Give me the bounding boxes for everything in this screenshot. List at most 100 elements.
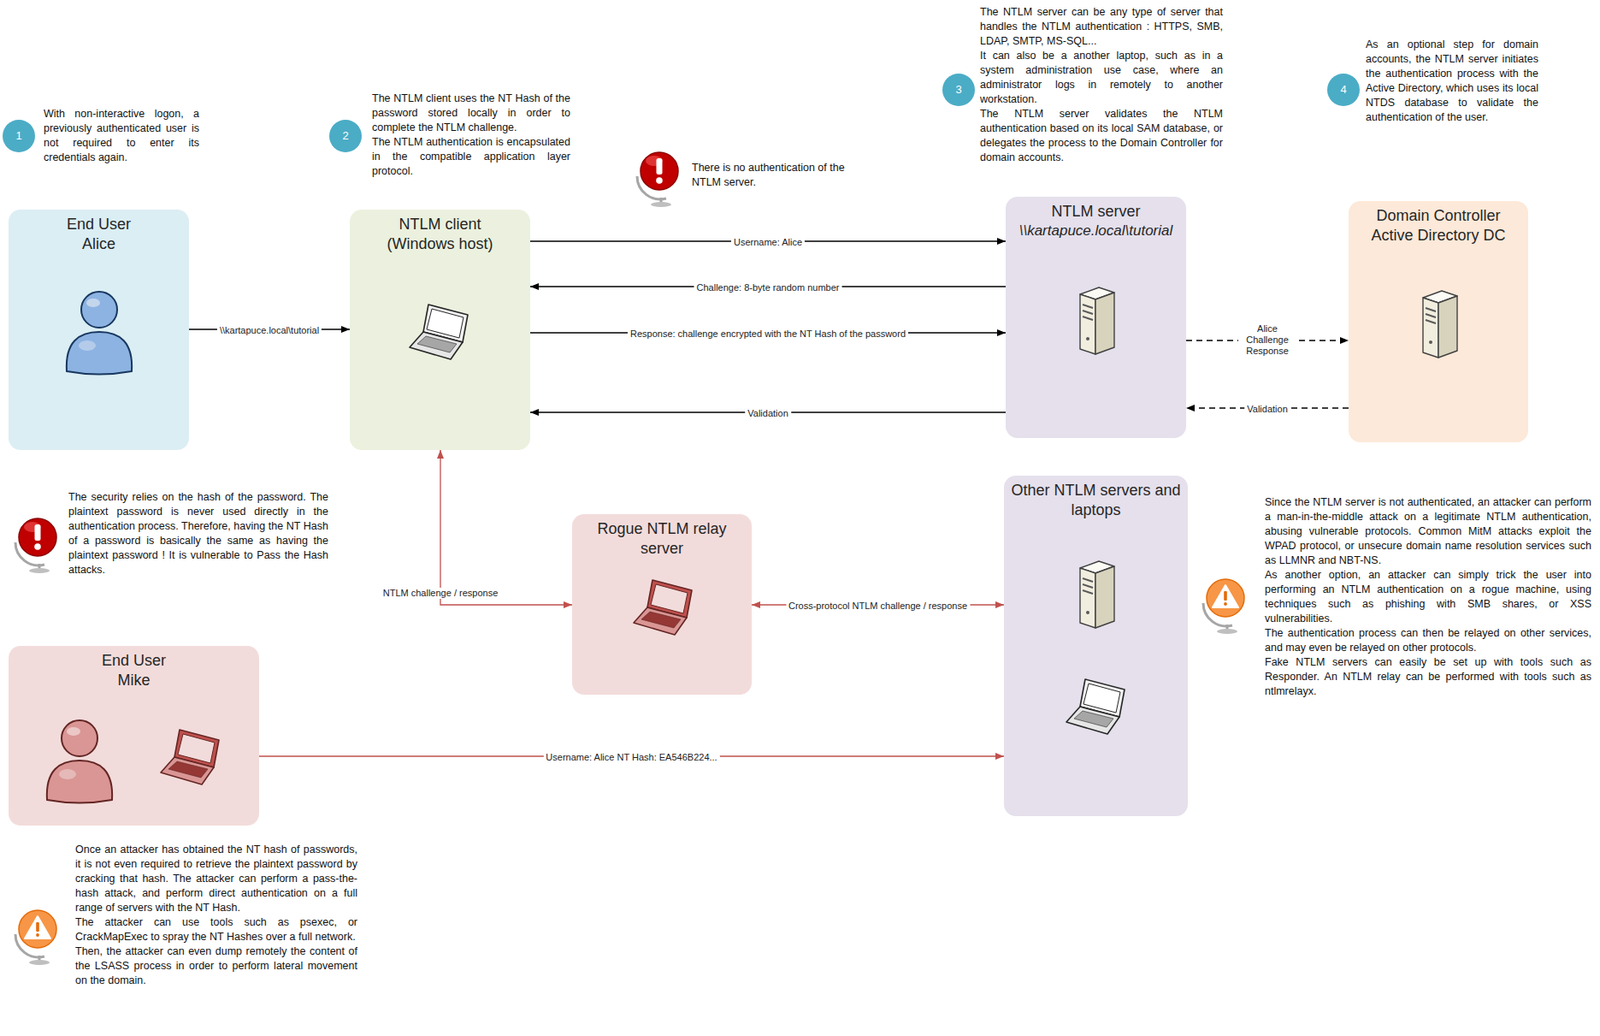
callout-number: 1 [2, 119, 36, 153]
server-slot [1082, 316, 1093, 320]
laptop-base [633, 607, 687, 635]
edge-label: Validation [1244, 403, 1291, 415]
server-top [1080, 287, 1115, 300]
user-box: End User Alice [8, 209, 189, 450]
server-front [1422, 297, 1439, 358]
laptop-base [409, 331, 463, 360]
person-shine [78, 340, 96, 351]
callout-number: 3 [942, 73, 975, 107]
server-slot [1082, 590, 1093, 594]
edge-label-holder: Username: Alice [731, 233, 805, 249]
server-button [1086, 336, 1090, 341]
laptop-lid [174, 729, 219, 768]
edge-label: Challenge: 8-byte random number [694, 282, 843, 294]
edge-label: Response: challenge encrypted with the N… [627, 328, 909, 340]
person-shine [66, 726, 81, 736]
server-slot [1425, 319, 1436, 324]
edge-label: \\kartapuce.local\tutorial [217, 324, 322, 337]
annotation-text: Then, the attacker can even dump remotel… [75, 944, 358, 988]
annotation-text: The attacker can use tools such as psexe… [75, 915, 358, 945]
node-title: 1 [15, 129, 22, 143]
server-side [1095, 292, 1115, 355]
annotation-text: As an optional step for domain accounts,… [1365, 37, 1539, 125]
alert-disc [18, 518, 57, 556]
warning-dot [35, 932, 40, 937]
laptop-icon [160, 729, 219, 785]
edge-label-holder: Validation [1244, 400, 1291, 416]
annotation-text: The authentication process can then be r… [1264, 625, 1592, 656]
server-slot [1082, 304, 1093, 308]
node-title: NTLM server [1050, 201, 1140, 222]
node-subtitle: \\kartapuce.local\tutorial [1019, 221, 1174, 240]
annotation-text: Since the NTLM server is not authenticat… [1264, 495, 1592, 568]
laptop-keyboard [168, 761, 208, 778]
annotation: Since the NTLM server is not authenticat… [1264, 495, 1592, 699]
annotation-text: The NTLM server can be any type of serve… [980, 5, 1223, 49]
stand-base [650, 201, 672, 207]
node-title: Rogue NTLM relay server [587, 519, 738, 558]
server-slot [1425, 313, 1436, 318]
server-group-box: Other NTLM servers and laptops [1003, 475, 1188, 816]
server-box: NTLM server\\kartapuce.local\tutorial [1005, 196, 1187, 438]
annotation: With non-interactive logon, a previously… [43, 106, 200, 166]
edge-label: Alice Challenge Response [1238, 323, 1297, 357]
laptop-keyboard [1074, 710, 1114, 727]
client-box: NTLM client (Windows host) [349, 209, 531, 450]
server-slot [1082, 310, 1093, 314]
server-top [1080, 560, 1115, 573]
laptop-base [1066, 706, 1120, 734]
node-illustration [1003, 475, 1188, 816]
annotation: There is no authentication of the NTLM s… [691, 160, 876, 190]
laptop-screen [1083, 683, 1121, 713]
server-front [1080, 567, 1096, 628]
server-icon [1422, 290, 1458, 358]
laptop-screen [650, 584, 688, 614]
server-button [1428, 340, 1433, 344]
server-slot [1082, 578, 1093, 582]
annotation-text: There is no authentication of the NTLM s… [691, 160, 876, 190]
laptop-icon [160, 729, 219, 785]
laptop-icon [1066, 678, 1125, 734]
warning-dot [1223, 602, 1228, 606]
edge-label: NTLM challenge / response [380, 587, 502, 599]
server-top [1422, 290, 1458, 303]
edge-label-holder: Response: challenge encrypted with the N… [627, 324, 909, 341]
laptop-icon [633, 579, 692, 635]
laptop-icon [409, 304, 468, 360]
person-shine [59, 768, 77, 780]
node-title: End User Mike [91, 650, 178, 690]
server-icon [1080, 287, 1115, 355]
annotation-text: Fake NTLM servers can easily be set up w… [1264, 655, 1592, 699]
callout-number: 4 [1327, 73, 1360, 107]
server-side [1438, 295, 1458, 358]
arrow [440, 449, 573, 605]
person-body [47, 760, 113, 803]
server-slot [1082, 584, 1093, 588]
node-title: Domain Controller Active Directory DC [1359, 206, 1518, 245]
annotation-text: The NTLM server validates the NTLM authe… [980, 106, 1223, 166]
edge-label-holder: Challenge: 8-byte random number [694, 278, 843, 295]
alert-bar [35, 524, 42, 541]
server-icon [1080, 560, 1115, 628]
callout-number: 2 [329, 119, 362, 153]
warning-icon [15, 909, 57, 965]
warning-disc [18, 909, 57, 948]
edge-label-holder: Username: Alice NT Hash: EA546B224... [543, 748, 720, 764]
server-button [1086, 610, 1090, 615]
person-head [81, 291, 118, 328]
alert-icon [637, 152, 679, 207]
laptop-lid [1080, 678, 1125, 717]
warning-bar [1223, 590, 1228, 601]
edge-label: Username: Alice [731, 236, 805, 248]
laptop-keyboard [417, 336, 457, 353]
edge-label: Validation [744, 407, 792, 420]
person-icon [66, 291, 132, 375]
annotation-text: The NTLM client uses the NT Hash of the … [371, 91, 571, 136]
edge-label-holder: NTLM challenge / response [380, 584, 502, 600]
laptop-icon [633, 579, 692, 635]
node-title: 2 [342, 129, 349, 143]
annotation-text: The NTLM authentication is encapsulated … [371, 135, 571, 179]
person-body [66, 331, 132, 375]
warning-disc [1206, 578, 1245, 617]
